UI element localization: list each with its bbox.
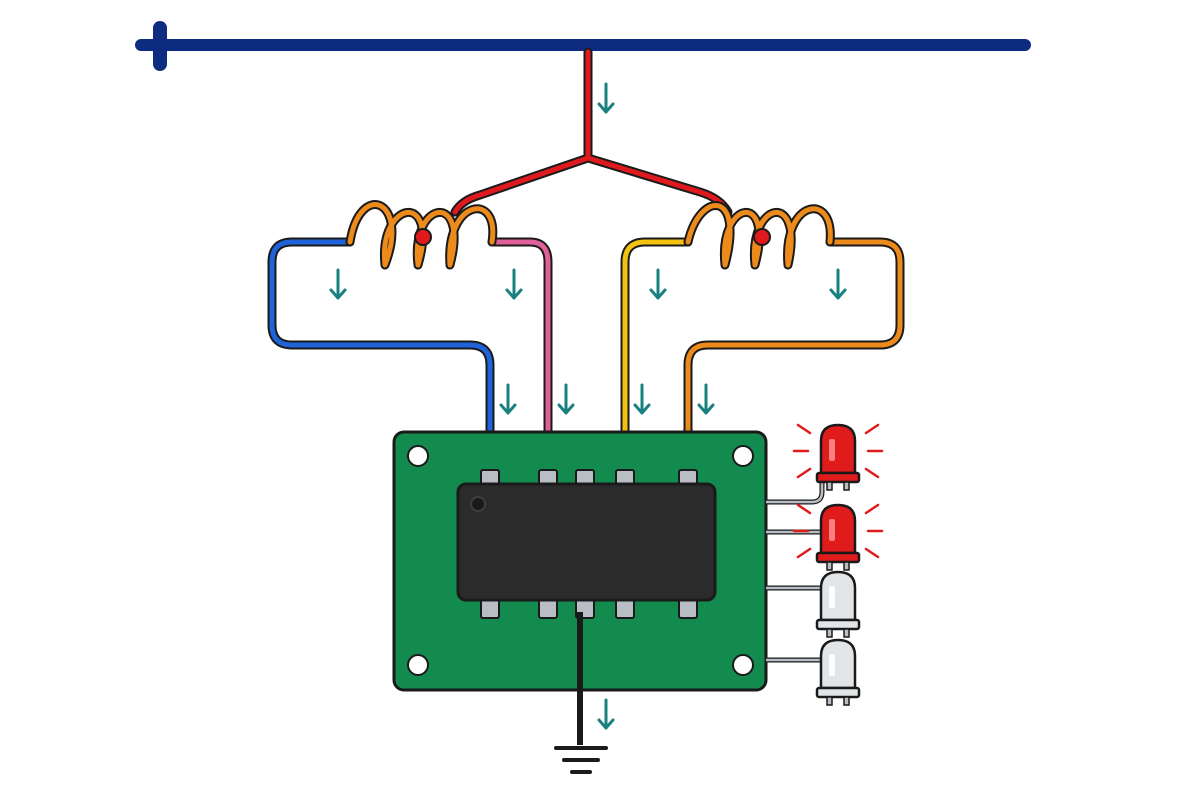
power-bus — [135, 21, 1031, 71]
light-ray — [864, 503, 880, 515]
light-ray — [796, 547, 812, 559]
led-on — [792, 423, 884, 491]
sensor-dot — [753, 228, 771, 246]
light-ray — [796, 467, 812, 479]
led-leads — [766, 482, 825, 663]
down-arrow-icon — [499, 383, 517, 415]
ground-connection — [554, 612, 608, 774]
down-arrow-icon — [505, 268, 523, 300]
led-off — [815, 570, 861, 638]
down-arrow-icon — [597, 698, 615, 730]
mount-hole — [407, 445, 429, 467]
down-arrow-icon — [829, 268, 847, 300]
light-ray — [796, 503, 812, 515]
ic-chip — [456, 469, 717, 619]
down-arrow-icon — [697, 383, 715, 415]
light-ray — [864, 547, 880, 559]
down-arrow-icon — [633, 383, 651, 415]
pin1-marker — [470, 496, 486, 512]
trunk-wire — [450, 47, 733, 217]
down-arrow-icon — [597, 82, 615, 114]
mount-hole — [732, 445, 754, 467]
light-ray — [864, 467, 880, 479]
right-coil — [683, 201, 835, 270]
light-ray — [864, 423, 880, 435]
mount-hole — [407, 654, 429, 676]
left-coil — [345, 200, 498, 270]
light-ray — [796, 423, 812, 435]
led-indicators — [792, 423, 884, 706]
flow-arrows — [329, 82, 847, 730]
down-arrow-icon — [557, 383, 575, 415]
sensor-dot — [414, 228, 432, 246]
led-on — [792, 503, 884, 571]
mount-hole — [732, 654, 754, 676]
down-arrow-icon — [649, 268, 667, 300]
down-arrow-icon — [329, 268, 347, 300]
led-off — [815, 638, 861, 706]
lead-wires — [267, 237, 905, 477]
